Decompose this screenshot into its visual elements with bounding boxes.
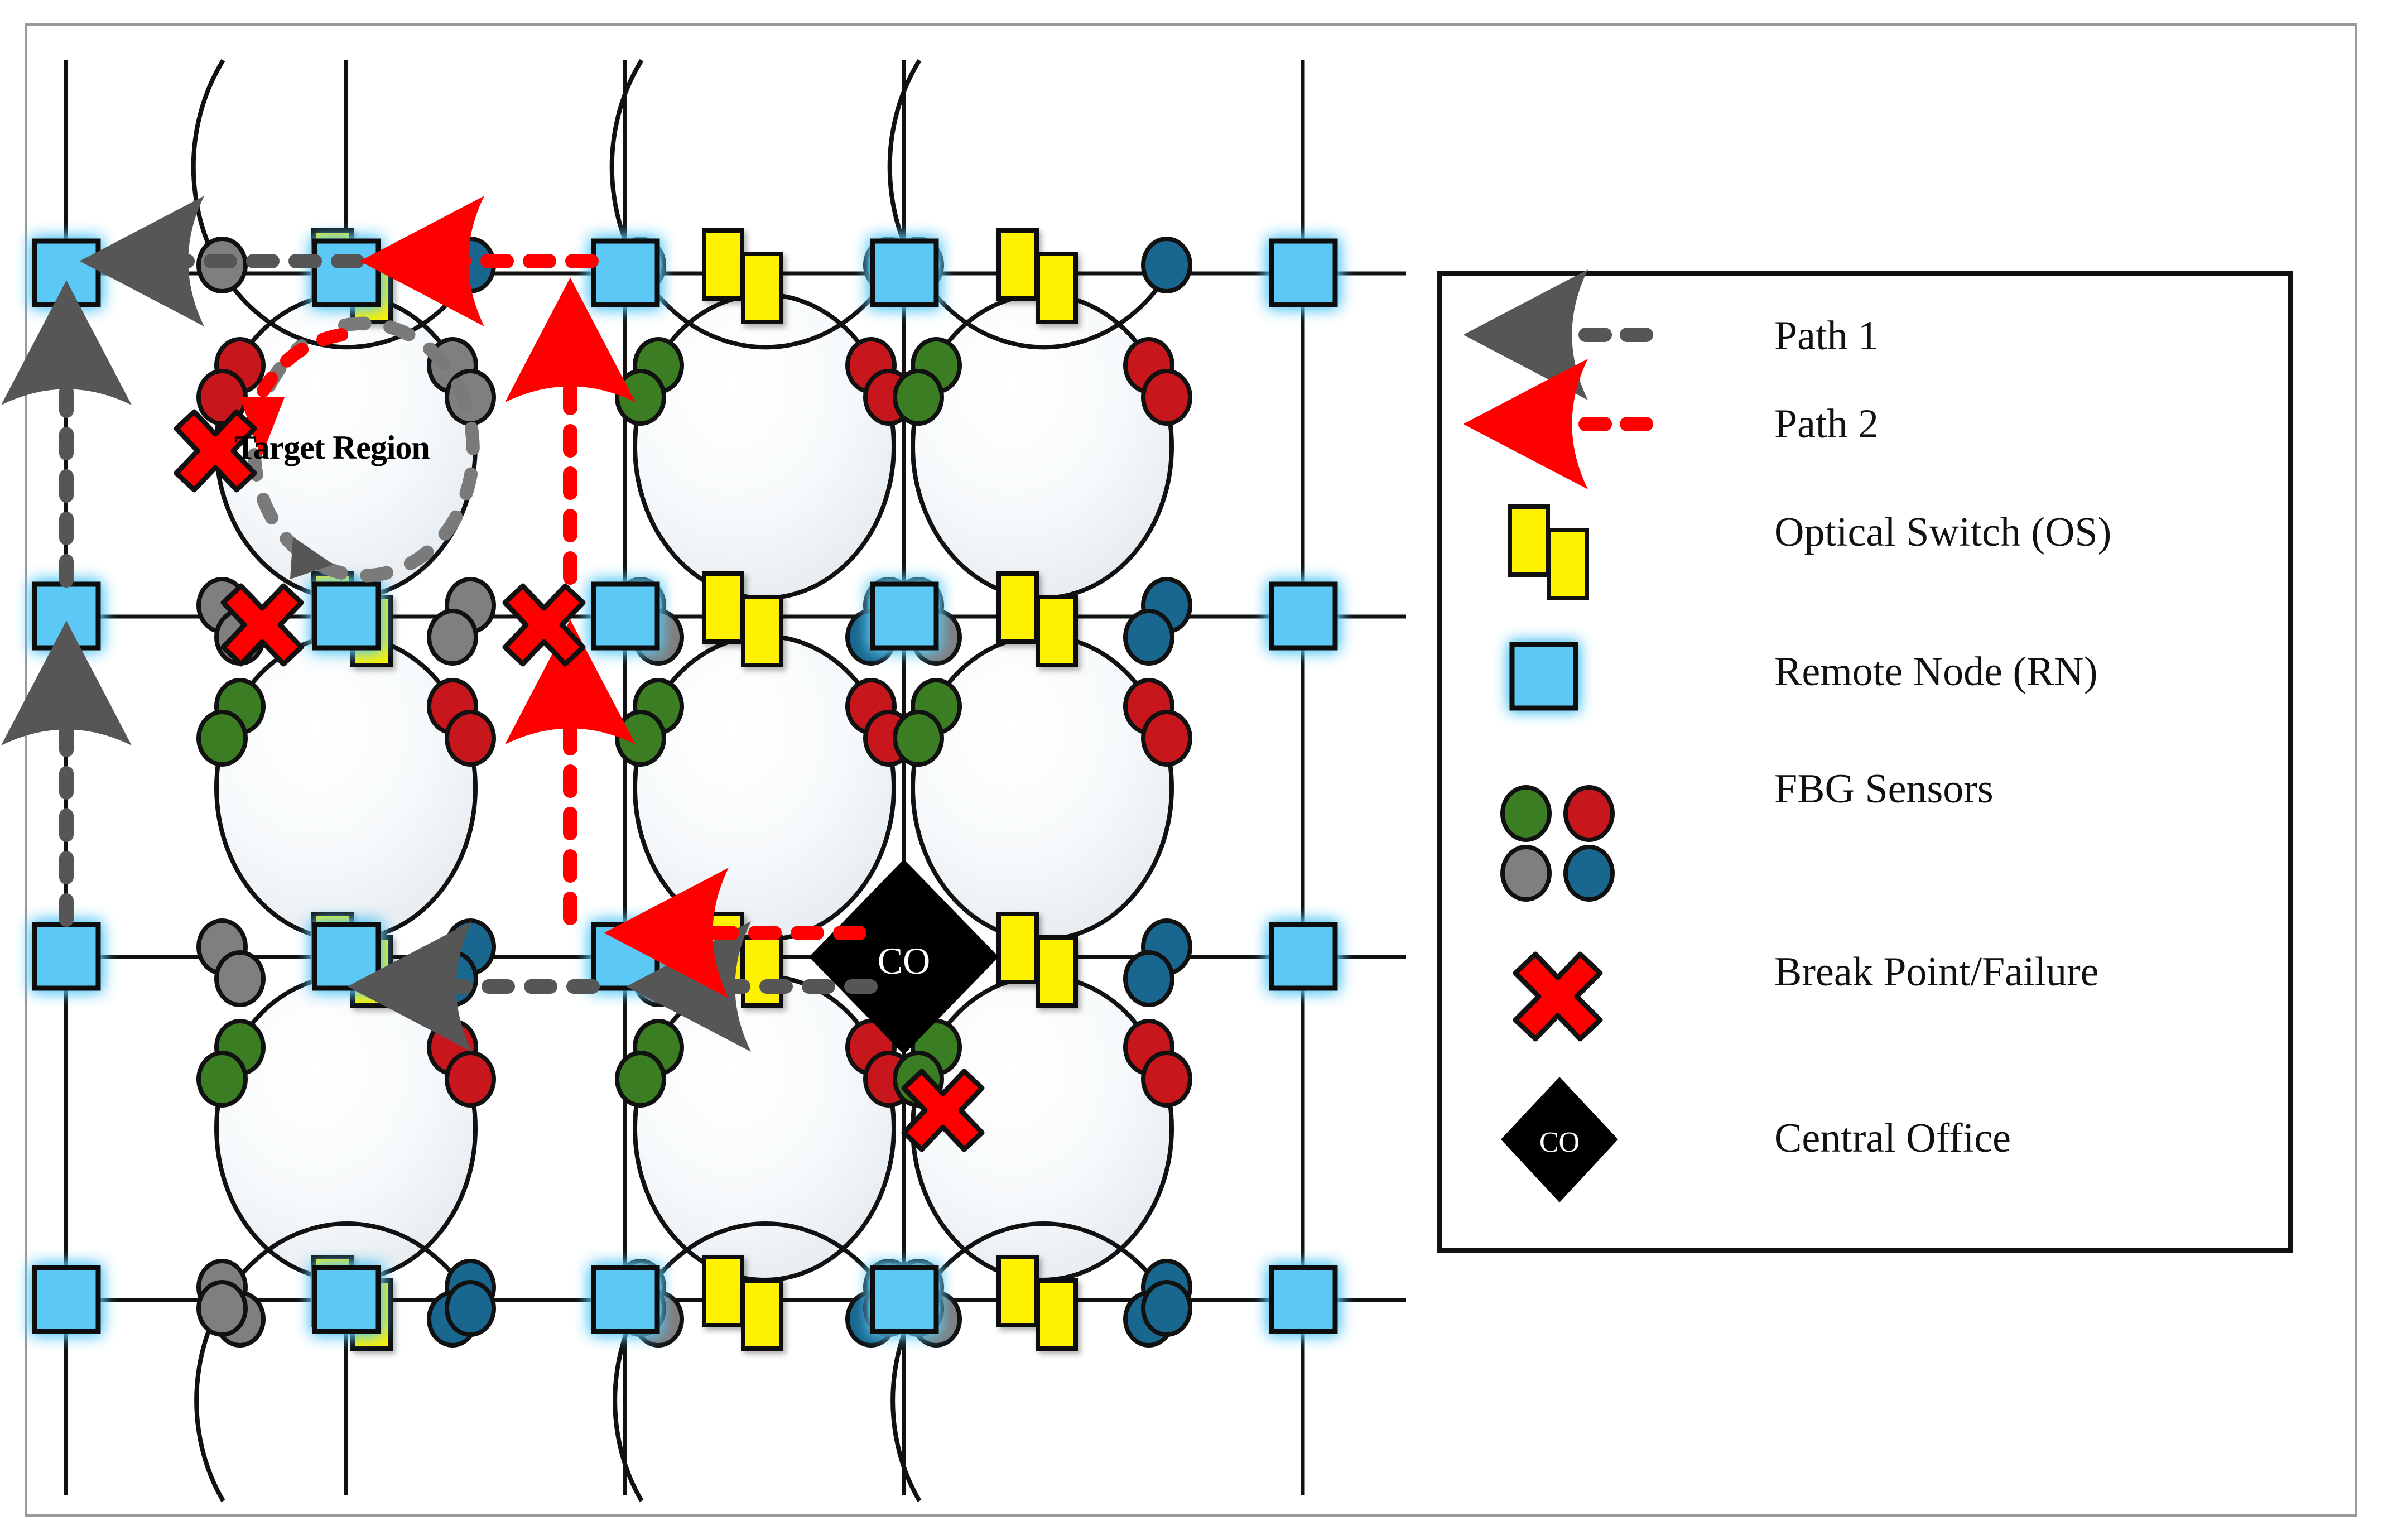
os: [996, 228, 1039, 301]
rn: [312, 581, 381, 651]
target-region-label: Target Region: [234, 429, 430, 466]
legend-label-fbg-sensors: FBG Sensors: [1774, 766, 1994, 812]
legend-label-optical-switch: Optical Switch (OS): [1774, 509, 2112, 555]
os: [996, 1255, 1039, 1327]
path-2-route: [359, 196, 866, 998]
central-office[interactable]: CO: [809, 859, 999, 1055]
path-1-ring-arrowhead: [290, 537, 334, 579]
break-point: [502, 583, 586, 667]
rn: [1269, 581, 1338, 651]
os: [1036, 1278, 1078, 1351]
rn: [1269, 1265, 1338, 1334]
legend-swatch-break-point: [1513, 951, 1603, 1042]
os: [741, 595, 783, 667]
legend-label-remote-node: Remote Node (RN): [1774, 649, 2098, 695]
rn: [870, 238, 939, 307]
legend-co-label: CO: [1539, 1127, 1580, 1158]
rn: [32, 1265, 101, 1334]
break-point-target-region: [174, 409, 257, 493]
os: [1036, 252, 1078, 324]
rn: [1269, 238, 1338, 307]
os: [702, 1255, 744, 1327]
legend-swatch-optical-switch: [1508, 504, 1589, 600]
legend-swatch-central-office: CO: [1501, 1077, 1618, 1202]
path-2-ring-arrowhead: [240, 397, 285, 458]
os: [1036, 595, 1078, 667]
legend-swatch-fbg-sensors: [1500, 785, 1615, 902]
outer-frame: [25, 23, 2357, 1517]
rn: [1269, 922, 1338, 991]
legend-label-break-point: Break Point/Failure: [1774, 949, 2099, 995]
os: [741, 1278, 783, 1351]
break-point: [220, 583, 304, 667]
rn: [32, 922, 101, 991]
edge-arcs: [191, 59, 1170, 1503]
break-point: [901, 1069, 985, 1152]
legend-swatch-remote-node: [1509, 642, 1578, 711]
os: [996, 571, 1039, 644]
rn: [870, 581, 939, 651]
legend-label-path-1: Path 1: [1774, 313, 1879, 359]
central-office-label: CO: [878, 940, 930, 982]
os: [741, 252, 783, 324]
rn: [870, 1265, 939, 1334]
path-2-ring-entry: [257, 328, 348, 397]
legend-label-path-2: Path 2: [1774, 401, 1879, 447]
legend-label-central-office: Central Office: [1774, 1115, 2011, 1161]
rn: [312, 1265, 381, 1334]
break-points: [174, 409, 985, 1152]
path-1-ring-loop: [247, 316, 480, 583]
rn: [591, 1265, 660, 1334]
os: [1036, 935, 1078, 1008]
